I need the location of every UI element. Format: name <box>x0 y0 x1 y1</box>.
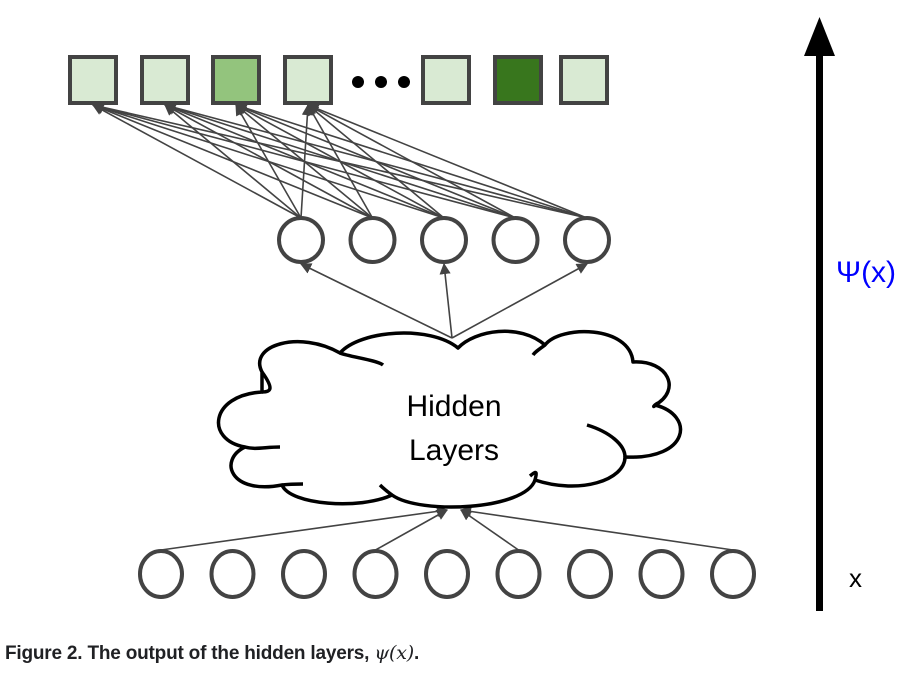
hidden-layers-cloud: Hidden Layers <box>216 329 683 509</box>
connection-edge <box>91 102 516 219</box>
input-node <box>138 549 184 599</box>
cloud-fold <box>586 423 627 458</box>
connection-edge <box>439 262 453 339</box>
connection-edge <box>375 509 448 551</box>
connection-edge <box>91 103 373 219</box>
ellipsis-dot <box>352 76 364 88</box>
psi-nodes <box>277 216 611 264</box>
axis-bottom-label: x <box>849 563 862 593</box>
psi-node <box>348 216 397 264</box>
psi-node <box>277 216 325 264</box>
caption-math: ψ(x) <box>374 642 414 664</box>
psi-node <box>491 216 540 264</box>
hidden-layers-label-line1: Hidden <box>406 390 501 423</box>
input-to-hidden-connections <box>160 505 734 551</box>
output-units <box>68 55 609 105</box>
cloud-fold <box>260 370 272 394</box>
output-unit-light <box>421 55 471 105</box>
hidden-to-psi-connections <box>299 262 588 339</box>
connection-edge <box>91 101 588 219</box>
connection-edge <box>306 103 588 219</box>
input-node <box>209 549 256 599</box>
input-node <box>710 549 756 599</box>
representation-axis: Ψ(x) x <box>804 17 896 611</box>
input-node <box>352 549 399 599</box>
cloud-fold <box>652 401 659 409</box>
output-unit-light <box>140 55 190 105</box>
connection-edge <box>451 263 588 339</box>
input-node <box>495 549 542 599</box>
axis-arrowhead-icon <box>804 17 835 56</box>
axis-top-label: Ψ(x) <box>836 256 896 289</box>
psi-node <box>420 216 468 264</box>
input-nodes <box>138 549 756 599</box>
output-unit-medium <box>211 55 261 105</box>
cloud-shape <box>216 329 683 509</box>
connection-edge <box>160 505 449 551</box>
connection-edge <box>299 263 453 339</box>
connection-edge <box>234 102 588 219</box>
connection-edge <box>460 509 519 551</box>
connection-edge <box>459 505 734 551</box>
cloud-fold <box>531 343 547 357</box>
hidden-layers-label-line2: Layers <box>409 434 499 467</box>
cloud-fold <box>339 351 385 367</box>
input-node <box>567 549 613 599</box>
output-unit-light <box>283 55 333 105</box>
axis-shaft <box>816 50 823 611</box>
input-node <box>281 549 327 599</box>
caption-suffix: . <box>413 643 420 664</box>
cloud-fold <box>528 470 538 481</box>
input-node <box>424 549 470 599</box>
connection-edge <box>163 102 588 219</box>
output-unit-light <box>559 55 609 105</box>
cloud-fold <box>378 483 394 497</box>
input-node <box>638 549 685 599</box>
neural-network-diagram: Hidden Layers Ψ(x) x <box>68 17 896 611</box>
ellipsis-dot <box>375 76 387 88</box>
cloud-fold <box>281 482 304 487</box>
psi-to-output-connections <box>91 101 588 219</box>
output-unit-light <box>68 55 118 105</box>
output-unit-dark <box>493 55 543 105</box>
connection-edge <box>92 104 302 219</box>
cloud-fold <box>244 445 281 451</box>
psi-node <box>563 216 611 264</box>
ellipsis-dot <box>398 76 410 88</box>
connection-edge <box>91 102 445 219</box>
caption-text: Figure 2. The output of the hidden layer… <box>5 643 375 664</box>
figure-caption: Figure 2. The output of the hidden layer… <box>5 642 419 665</box>
